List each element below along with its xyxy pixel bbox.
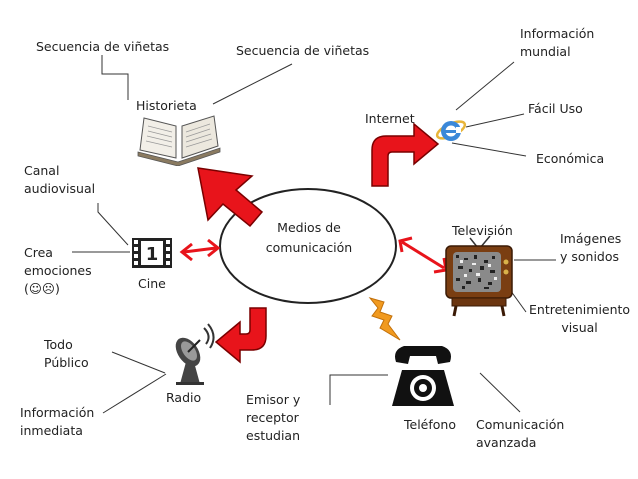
connector-telefono-emisor: [329, 374, 388, 405]
internet-label: Internet: [365, 111, 415, 126]
telefono-com-line1: Comunicación: [476, 417, 565, 432]
arrow-to-radio: [214, 307, 267, 364]
center-ellipse: [219, 188, 397, 304]
cine-crea-line1: Crea: [24, 245, 53, 260]
connector-internet-economica: [451, 142, 527, 157]
radio-label: Radio: [166, 390, 202, 405]
double-arrow-television: [398, 236, 448, 274]
tv-entret-line2: visual: [561, 320, 598, 335]
internet-facil-uso: Fácil Uso: [528, 101, 583, 116]
tv-entretenimiento: Entretenimiento visual: [529, 301, 630, 337]
center-title-line1: Medios de: [277, 220, 341, 235]
television-label: Televisión: [452, 223, 513, 238]
internet-info-mundial: Información mundial: [520, 25, 594, 61]
emisor-line2: receptor: [246, 410, 299, 425]
center-title-line2: comunicación: [265, 240, 353, 255]
television-icon: [445, 236, 513, 317]
connector-internet-info: [455, 61, 515, 111]
cine-crea-line2: emociones: [24, 263, 92, 278]
cine-canal-audiovisual: Canal audiovisual: [24, 162, 95, 198]
emisor-line3: estudian: [246, 428, 301, 443]
telephone-icon: [392, 346, 454, 406]
internet-info-line1: Información: [520, 26, 595, 41]
svg-text:1: 1: [146, 244, 159, 265]
tv-imagenes-line2: y sonidos: [560, 249, 620, 264]
tv-imagenes-line1: Imágenes: [560, 231, 622, 246]
arrow-to-historieta: [197, 167, 264, 228]
historieta-note2: Secuencia de viñetas: [236, 43, 370, 58]
emisor-receptor: Emisor y receptor estudian: [246, 391, 300, 445]
book-icon: [137, 115, 221, 166]
film-icon: 1: [132, 238, 172, 268]
cine-canal-line2: audiovisual: [24, 181, 96, 196]
internet-info-line2: mundial: [520, 44, 571, 59]
connector-historieta-note2: [212, 63, 293, 105]
lightning-bolt-icon: [368, 297, 401, 341]
telefono-comunicacion: Comunicación avanzada: [476, 416, 564, 452]
telefono-com-line2: avanzada: [476, 435, 537, 450]
arrow-to-internet: [371, 122, 440, 187]
connector-radio-todo: [111, 351, 166, 374]
double-arrow-cine: [179, 238, 221, 262]
internet-economica: Económica: [536, 151, 605, 166]
radio-info-line1: Información: [20, 405, 95, 420]
radio-todo-publico: Todo Público: [44, 336, 89, 372]
cine-canal-line1: Canal: [24, 163, 60, 178]
connector-internet-facil: [465, 113, 525, 128]
radio-todo-line1: Todo: [44, 337, 73, 352]
connector-radio-info: [102, 373, 167, 414]
internet-explorer-icon: [435, 120, 467, 141]
historieta-note1: Secuencia de viñetas: [36, 39, 170, 54]
center-title: Medios de comunicación: [250, 218, 368, 258]
cine-label: Cine: [138, 276, 166, 291]
tv-entret-line1: Entretenimiento: [529, 302, 631, 317]
historieta-label: Historieta: [136, 98, 197, 113]
connector-historieta-note1: [101, 55, 129, 100]
satellite-dish-icon: [175, 323, 215, 385]
cine-crea-line3: (☺☹): [24, 281, 60, 296]
radio-todo-line2: Público: [44, 355, 89, 370]
radio-info-inmediata: Información inmediata: [20, 404, 94, 440]
emisor-line1: Emisor y: [246, 392, 301, 407]
radio-info-line2: inmediata: [20, 423, 83, 438]
cine-crea-emociones: Crea emociones (☺☹): [24, 244, 92, 298]
tv-imagenes-sonidos: Imágenes y sonidos: [560, 230, 621, 266]
connector-telefono-com: [479, 372, 521, 413]
telefono-label: Teléfono: [404, 417, 456, 432]
connector-cine-canal: [97, 203, 129, 246]
